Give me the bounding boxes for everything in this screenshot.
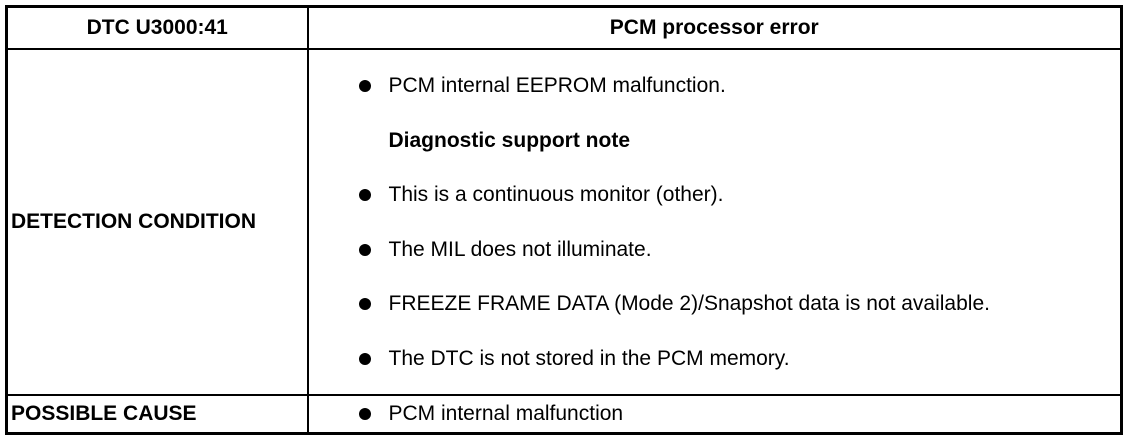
possible-cause-label: POSSIBLE CAUSE	[5, 393, 309, 435]
bullet-icon	[358, 243, 371, 256]
detection-row: DETECTION CONDITION PCM internal EEPROM …	[5, 48, 1123, 396]
list-item-text: PCM internal EEPROM malfunction.	[388, 73, 726, 97]
list-item-text: PCM internal malfunction	[388, 401, 624, 425]
header-row: DTC U3000:41 PCM processor error	[5, 5, 1123, 51]
bullet-icon	[358, 352, 371, 365]
list-item-text: FREEZE FRAME DATA (Mode 2)/Snapshot data…	[388, 291, 990, 315]
list-item: PCM internal malfunction	[309, 401, 1121, 427]
dtc-code: DTC U3000:41	[5, 5, 309, 51]
dtc-description: PCM processor error	[306, 5, 1123, 51]
bullet-icon	[358, 188, 371, 201]
dtc-table: DTC U3000:41 PCM processor error DETECTI…	[5, 5, 1123, 435]
list-item-text: The MIL does not illuminate.	[388, 237, 652, 261]
detection-condition-label: DETECTION CONDITION	[5, 48, 309, 396]
list-item: FREEZE FRAME DATA (Mode 2)/Snapshot data…	[309, 291, 1121, 317]
list-item: The DTC is not stored in the PCM memory.	[309, 346, 1121, 372]
list-item-text: This is a continuous monitor (other).	[388, 182, 724, 206]
bullet-icon	[358, 297, 371, 310]
list-item: This is a continuous monitor (other).	[309, 182, 1121, 208]
possible-cause-content: PCM internal malfunction	[306, 393, 1123, 435]
possible-cause-row: POSSIBLE CAUSE PCM internal malfunction	[5, 393, 1123, 435]
list-item: The MIL does not illuminate.	[309, 237, 1121, 263]
list-item-text: The DTC is not stored in the PCM memory.	[388, 346, 790, 370]
list-item: PCM internal EEPROM malfunction.	[309, 73, 1121, 99]
diagnostic-note-heading: Diagnostic support note	[388, 128, 631, 152]
bullet-icon	[358, 407, 371, 420]
bullet-icon	[358, 79, 371, 92]
detection-condition-content: PCM internal EEPROM malfunction. Diagnos…	[306, 48, 1123, 396]
